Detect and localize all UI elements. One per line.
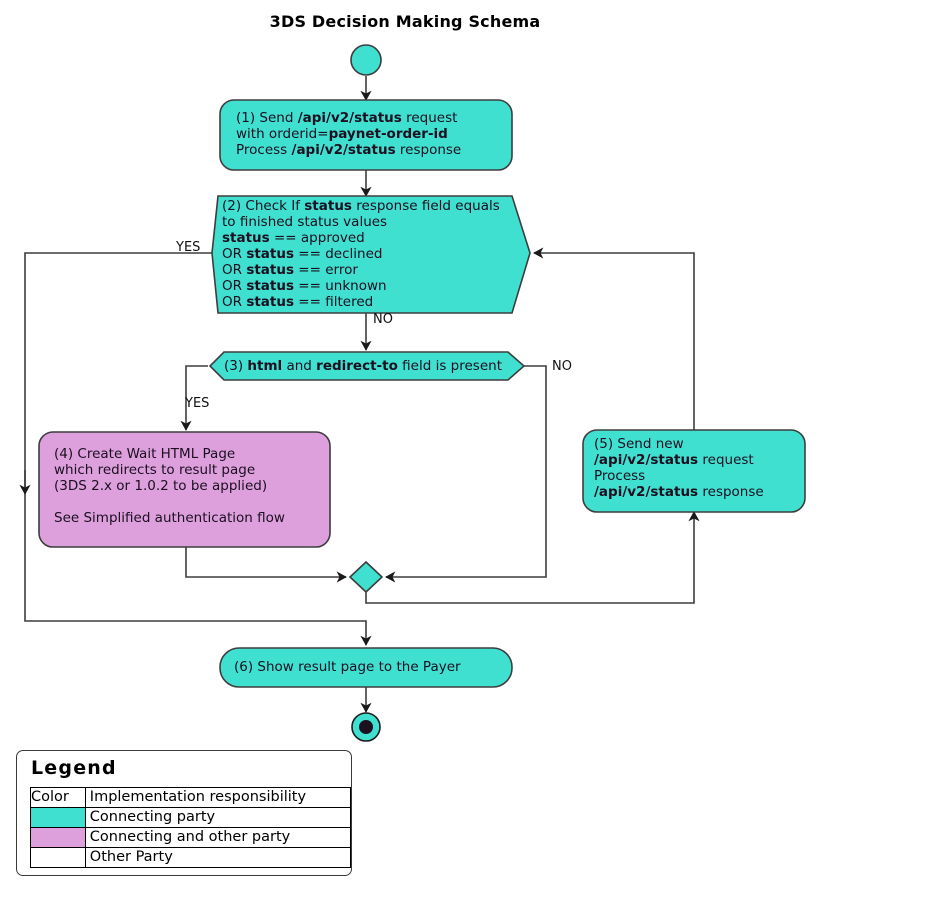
node-step4-line-4 [54,494,324,510]
legend-header-row: Color Implementation responsibility [30,787,352,808]
node-step2-line-6: OR status == unknown [222,278,387,294]
page-title: 3DS Decision Making Schema [269,12,541,31]
edge-merge-to-step5 [365,511,700,604]
node-step2-line-3: status == approved [222,230,365,246]
legend-row-other-party: Other Party [30,847,352,868]
node-step4-line-2: which redirects to result page [54,462,256,478]
node-step5[interactable] [582,429,806,513]
edge-step4-to-merge [185,547,347,583]
edge-label-no-step3: NO [552,359,572,374]
legend: Legend Color Implementation responsibili… [16,750,352,876]
legend-swatch-other-party [30,847,86,868]
node-merge-diamond[interactable] [348,560,384,594]
legend-header-color: Color [30,787,86,808]
legend-row-connecting-and-other-party: Connecting and other party [30,827,352,848]
end-node-core [359,720,373,734]
node-step2[interactable] [211,195,531,314]
edge-step3-yes [180,365,208,431]
edge-label-no-step2: NO [373,312,393,327]
node-step3[interactable] [208,351,526,381]
node-step5-line-4: /api/v2/status response [594,484,764,500]
node-step5-line-2: /api/v2/status request [594,452,754,468]
node-step4-line-3: (3DS 2.x or 1.0.2 to be applied) [54,478,268,494]
edge-label-yes-step3: YES [185,396,210,411]
node-step2-line-2: to finished status values [222,214,388,230]
legend-swatch-connecting-and-other-party [30,827,86,848]
legend-label-connecting-and-other-party: Connecting and other party [84,827,352,848]
node-step1[interactable] [219,99,513,171]
legend-header-responsibility: Implementation responsibility [84,787,352,808]
legend-table: Color Implementation responsibility Conn… [30,787,352,868]
edge-step2-yes [24,252,372,646]
node-step4-line-1: (4) Create Wait HTML Page [54,446,236,462]
legend-label-connecting-party: Connecting party [84,807,352,828]
node-step1-line-3: Process /api/v2/status response [236,142,462,158]
node-step5-line-3: Process [594,468,646,484]
node-step3-line-1: (3) html and redirect-to field is presen… [224,358,502,374]
node-step1-line-2: with orderid=paynet-order-id [236,126,448,142]
node-step2-label: (2) Check If status response field equal… [222,198,522,310]
node-step2-line-7: OR status == filtered [222,294,374,310]
node-step4-line-5: See Simplified authentication flow [54,510,285,526]
node-step5-line-1: (5) Send new [594,436,684,452]
node-step1-line-1: (1) Send /api/v2/status request [236,110,458,126]
legend-label-other-party: Other Party [84,847,352,868]
edge-step3-no [385,365,547,583]
node-step4[interactable] [38,431,331,548]
node-step6-line-1: (6) Show result page to the Payer [234,659,461,675]
node-step2-line-4: OR status == declined [222,246,383,262]
legend-swatch-connecting-party [30,807,86,828]
edge-step5-to-step2 [533,247,695,430]
start-node[interactable] [350,44,382,76]
node-step3-label: (3) html and redirect-to field is presen… [224,358,514,374]
node-step6[interactable] [219,647,513,688]
legend-title: Legend [31,757,117,779]
node-step6-label: (6) Show result page to the Payer [234,659,504,675]
legend-row-connecting-party: Connecting party [30,807,352,828]
node-step2-line-1: (2) Check If status response field equal… [222,198,500,214]
edge-label-yes-step2: YES [176,240,201,255]
node-step2-line-5: OR status == error [222,262,358,278]
